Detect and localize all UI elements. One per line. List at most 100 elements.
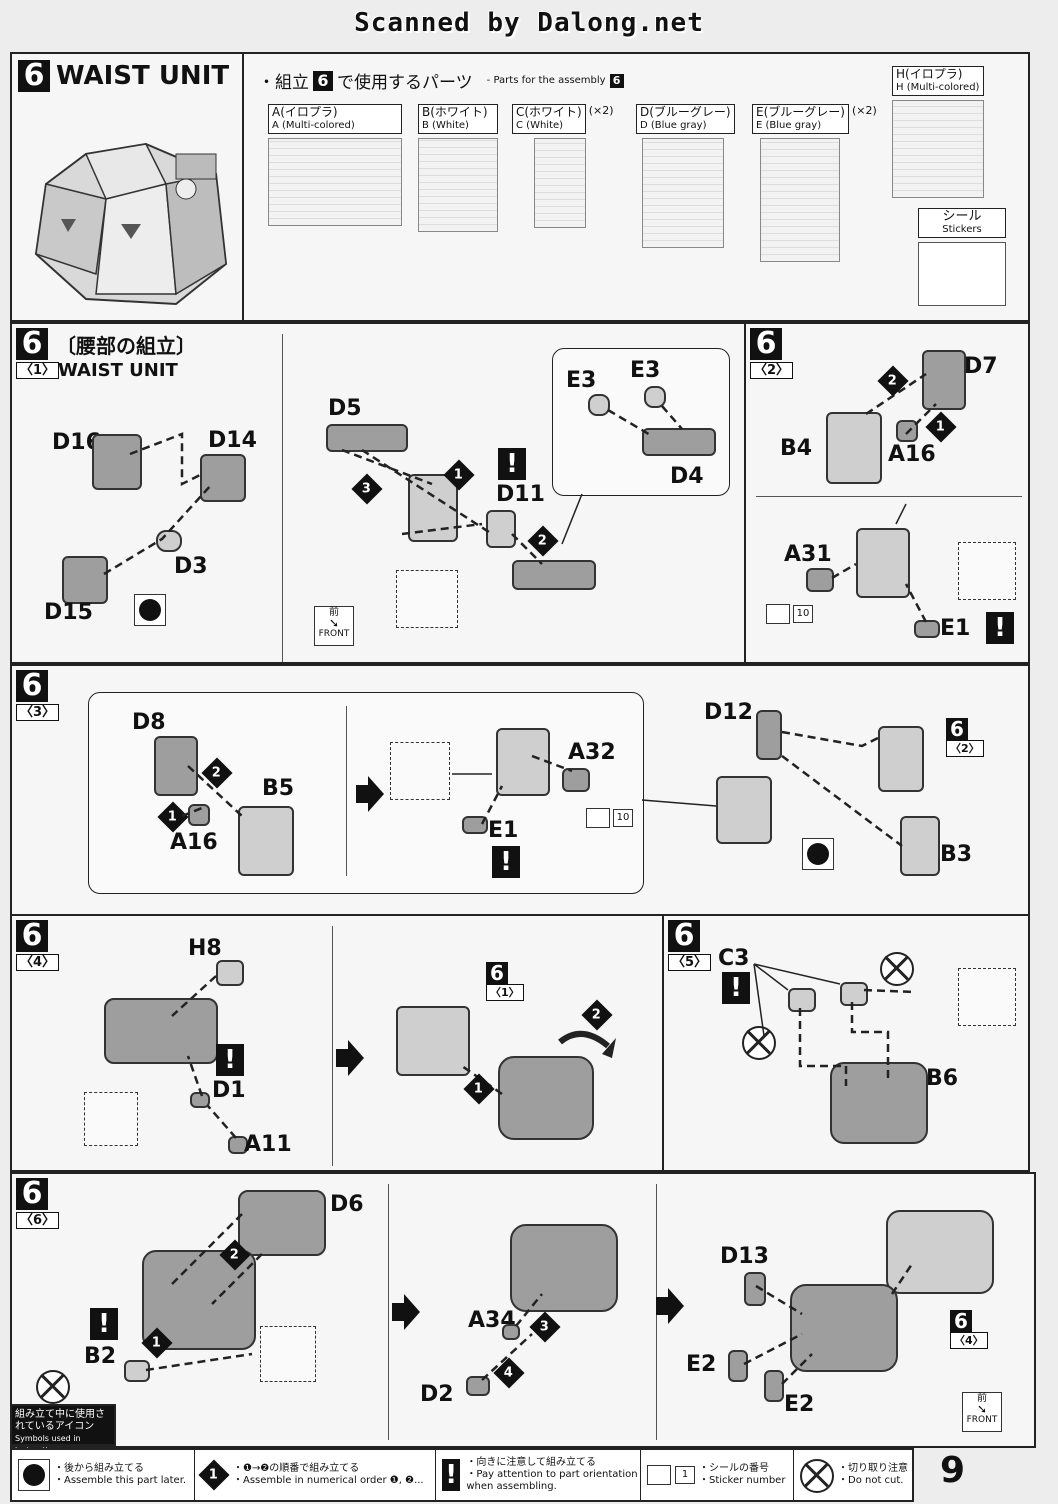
- legend-item-numerical-order: 1 ・❶→❷の順番で組み立てる・Assemble in numerical or…: [195, 1450, 436, 1500]
- part-b3: [900, 816, 940, 876]
- part-e3: [588, 394, 610, 416]
- part-label: D14: [208, 428, 257, 453]
- part-d4: [642, 428, 716, 456]
- detail-inset: [958, 968, 1016, 1026]
- assembled-leg-shield: [716, 776, 772, 844]
- part-e3: [644, 386, 666, 408]
- part-b4-assembled: [856, 528, 910, 598]
- detail-inset: [396, 570, 458, 628]
- legend-title: 組み立て中に使用されているアイコン Symbols used in instru…: [10, 1404, 116, 1455]
- runner-a: A(イロプラ)A (Multi-colored): [268, 104, 402, 226]
- scanner-credit: Scanned by Dalong.net: [354, 8, 704, 38]
- legend-item-orientation: ! ・向きに注意して組み立てる・Pay attention to part or…: [436, 1450, 641, 1500]
- runner-c-image: [534, 138, 586, 228]
- step-6-4-panel: 6 〈4〉 H8 ! D1 A11 6 〈1〉 1 2: [10, 914, 664, 1172]
- step-6-3-panel: 6 〈3〉 D8 B5 A16 2 1 A32 E1 ! 10 D12 6 〈2…: [10, 664, 1030, 916]
- part-h8: [216, 960, 244, 986]
- part-label: B4: [780, 436, 813, 461]
- part-label: D2: [420, 1382, 454, 1407]
- orientation-warning-icon: !: [492, 846, 520, 878]
- part-e2: [764, 1370, 784, 1402]
- runner-b: B(ホワイト)B (White): [418, 104, 498, 232]
- part-d14: [200, 454, 246, 502]
- part-d13: [744, 1272, 766, 1306]
- runner-a-image: [268, 138, 402, 226]
- part-a11: [228, 1136, 248, 1154]
- step-number: 6: [18, 60, 50, 92]
- runner-e: E(ブルーグレー)E (Blue gray) (×2): [752, 104, 877, 262]
- part-label: B3: [940, 842, 973, 867]
- part-label: D15: [44, 600, 93, 625]
- part-d1: [190, 1092, 210, 1108]
- part-label: B2: [84, 1344, 117, 1369]
- part-a34: [502, 1324, 520, 1340]
- step-6-4-result: [886, 1210, 994, 1294]
- part-label: A11: [244, 1132, 292, 1157]
- orientation-warning-icon: !: [722, 972, 750, 1004]
- waist-front-armor: [104, 998, 218, 1064]
- part-d2: [466, 1376, 490, 1396]
- part-b2: [124, 1360, 150, 1382]
- part-a32: [562, 768, 590, 792]
- order-step-3: 3: [529, 1311, 561, 1343]
- part-b4: [826, 412, 882, 484]
- part-label: A16: [888, 442, 936, 467]
- part-b6: [830, 1062, 928, 1144]
- page-title: WAIST UNIT: [56, 61, 230, 91]
- orientation-warning-icon: !: [216, 1044, 244, 1076]
- part-label: E3: [566, 368, 597, 393]
- page-number: 9: [940, 1450, 966, 1491]
- legend-item-sticker: 1 ・シールの番号・Sticker number: [641, 1450, 794, 1500]
- next-arrow: [336, 1040, 364, 1076]
- sticker-indicator: 10: [586, 808, 633, 828]
- step-6-2-result: [878, 726, 924, 792]
- part-label: A31: [784, 542, 832, 567]
- part-label: E1: [488, 818, 519, 843]
- part-d6: [238, 1190, 326, 1256]
- next-arrow: [356, 776, 384, 812]
- waist-frame: [408, 474, 458, 542]
- next-arrow: [656, 1288, 684, 1324]
- part-label: E2: [784, 1392, 815, 1417]
- runner-h-image: [892, 100, 984, 198]
- legend-item-do-not-cut: ・切り取り注意・Do not cut.: [794, 1450, 908, 1500]
- do-not-cut-icon: [742, 1026, 776, 1060]
- order-step-2: 2: [877, 365, 909, 397]
- front-indicator: 前 ➘ FRONT: [314, 606, 354, 646]
- part-label: D1: [212, 1078, 246, 1103]
- part-label: B5: [262, 776, 295, 801]
- header-panel: 6 WAIST UNIT ・組立 6 で使用するパーツ - Parts for …: [10, 52, 1030, 322]
- step-6-5-panel: 6 〈5〉 C3 ! B6: [662, 914, 1030, 1172]
- order-step-3: 3: [351, 473, 383, 505]
- front-indicator: 前 ➘ FRONT: [962, 1392, 1002, 1432]
- part-label: D12: [704, 700, 753, 725]
- part-e2: [728, 1350, 748, 1382]
- orientation-warning-icon: !: [498, 448, 526, 480]
- part-label: E1: [940, 616, 971, 641]
- part-b5: [238, 806, 294, 876]
- part-label: B6: [926, 1066, 959, 1091]
- do-not-cut-icon: [36, 1370, 70, 1404]
- part-label: D11: [496, 482, 545, 507]
- part-e1: [914, 620, 940, 638]
- detail-inset: [958, 542, 1016, 600]
- do-not-cut-icon: [880, 952, 914, 986]
- part-a16: [188, 804, 210, 826]
- waist-rear-final: [790, 1284, 898, 1372]
- assemble-later-icon: [802, 838, 834, 870]
- part-label: C3: [718, 946, 750, 971]
- step-6-1-result: [396, 1006, 470, 1076]
- part-d3: [156, 530, 182, 552]
- detail-inset: [390, 742, 450, 800]
- order-icon: 1: [198, 1459, 230, 1491]
- parts-title: ・組立 6 で使用するパーツ - Parts for the assembly …: [258, 68, 624, 93]
- part-c3: [788, 988, 816, 1012]
- detail-inset: [84, 1092, 138, 1146]
- waist-front-armor-assembled: [498, 1056, 594, 1140]
- part-d12: [756, 710, 782, 760]
- part-label: D7: [964, 354, 998, 379]
- order-step-1: 1: [463, 1073, 495, 1105]
- order-step-1: 1: [925, 411, 957, 443]
- sticker-sheet-image: [918, 242, 1006, 306]
